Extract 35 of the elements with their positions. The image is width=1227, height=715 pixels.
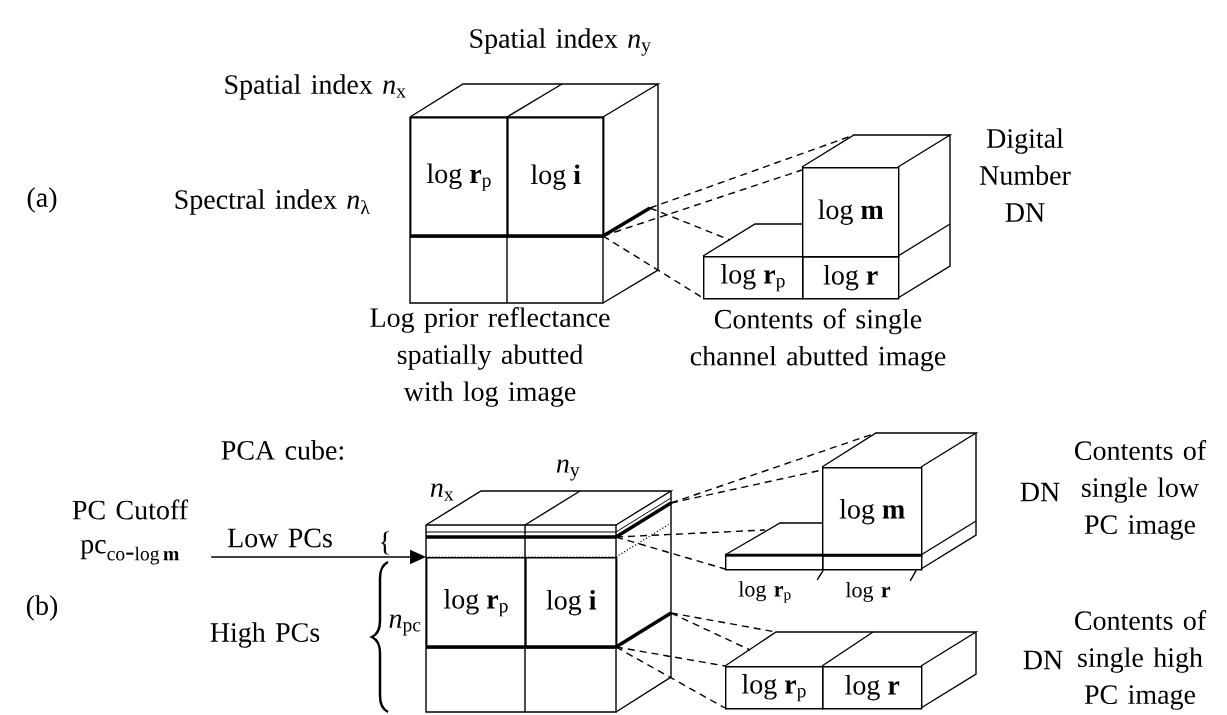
text-label: Low PCs (227, 528, 332, 548)
text-label: n$_{x}$ (430, 483, 454, 501)
text-label: Log prior reflectance spatially abutted with log image (370, 307, 610, 407)
text-label: Spatial index n$_{x}$ (225, 74, 406, 100)
text-label: Contents of single low PC image (1075, 440, 1207, 540)
cube-cell: log r$_{p}$ (426, 557, 527, 649)
text-label: (b) (26, 595, 58, 621)
text-label: DN (1020, 482, 1060, 502)
cube-cell: log m (822, 467, 923, 557)
cube-cell: log i (507, 117, 605, 238)
text-label: Digital Number DN (979, 128, 1071, 222)
cube-cell: log r$_{p}$ (410, 117, 509, 238)
text-label: Contents of single channel abutted image (690, 308, 946, 372)
cube-cell: log r$_{p}$ (725, 666, 824, 710)
cube-cell: log m (802, 167, 900, 258)
cube-cell: log r (822, 666, 923, 710)
text-label: PCA cube: (221, 440, 343, 460)
text-label: Contents of single high PC image (1075, 610, 1207, 710)
text-label: { (380, 531, 390, 555)
text-label: High PCs (210, 622, 320, 648)
cube-cell: log i (525, 557, 618, 649)
cube-cell: log r$_{p}$ (703, 256, 804, 300)
text-label: Spectral index n$_{λ}$ (175, 189, 370, 215)
cube-cell: log r (802, 256, 900, 300)
text-label: log r (845, 582, 891, 602)
leader-line (816, 569, 824, 581)
slab-cell (725, 555, 824, 571)
text-label: n$_{y}$ (556, 459, 580, 481)
text-label: PC Cutoff $\mathrm{pc}_{\mathrm{co}\mbox{-}\mathrm{log}\,\mathbf{m}}$ (72, 499, 189, 565)
slab-cell (822, 555, 923, 571)
text-label: (a) (27, 187, 57, 213)
leader-line (909, 569, 917, 582)
text-label: Spatial index n$_{y}$ (470, 28, 651, 56)
text-label: DN (1023, 650, 1063, 670)
text-label: log r$_{p}$ (738, 581, 791, 603)
